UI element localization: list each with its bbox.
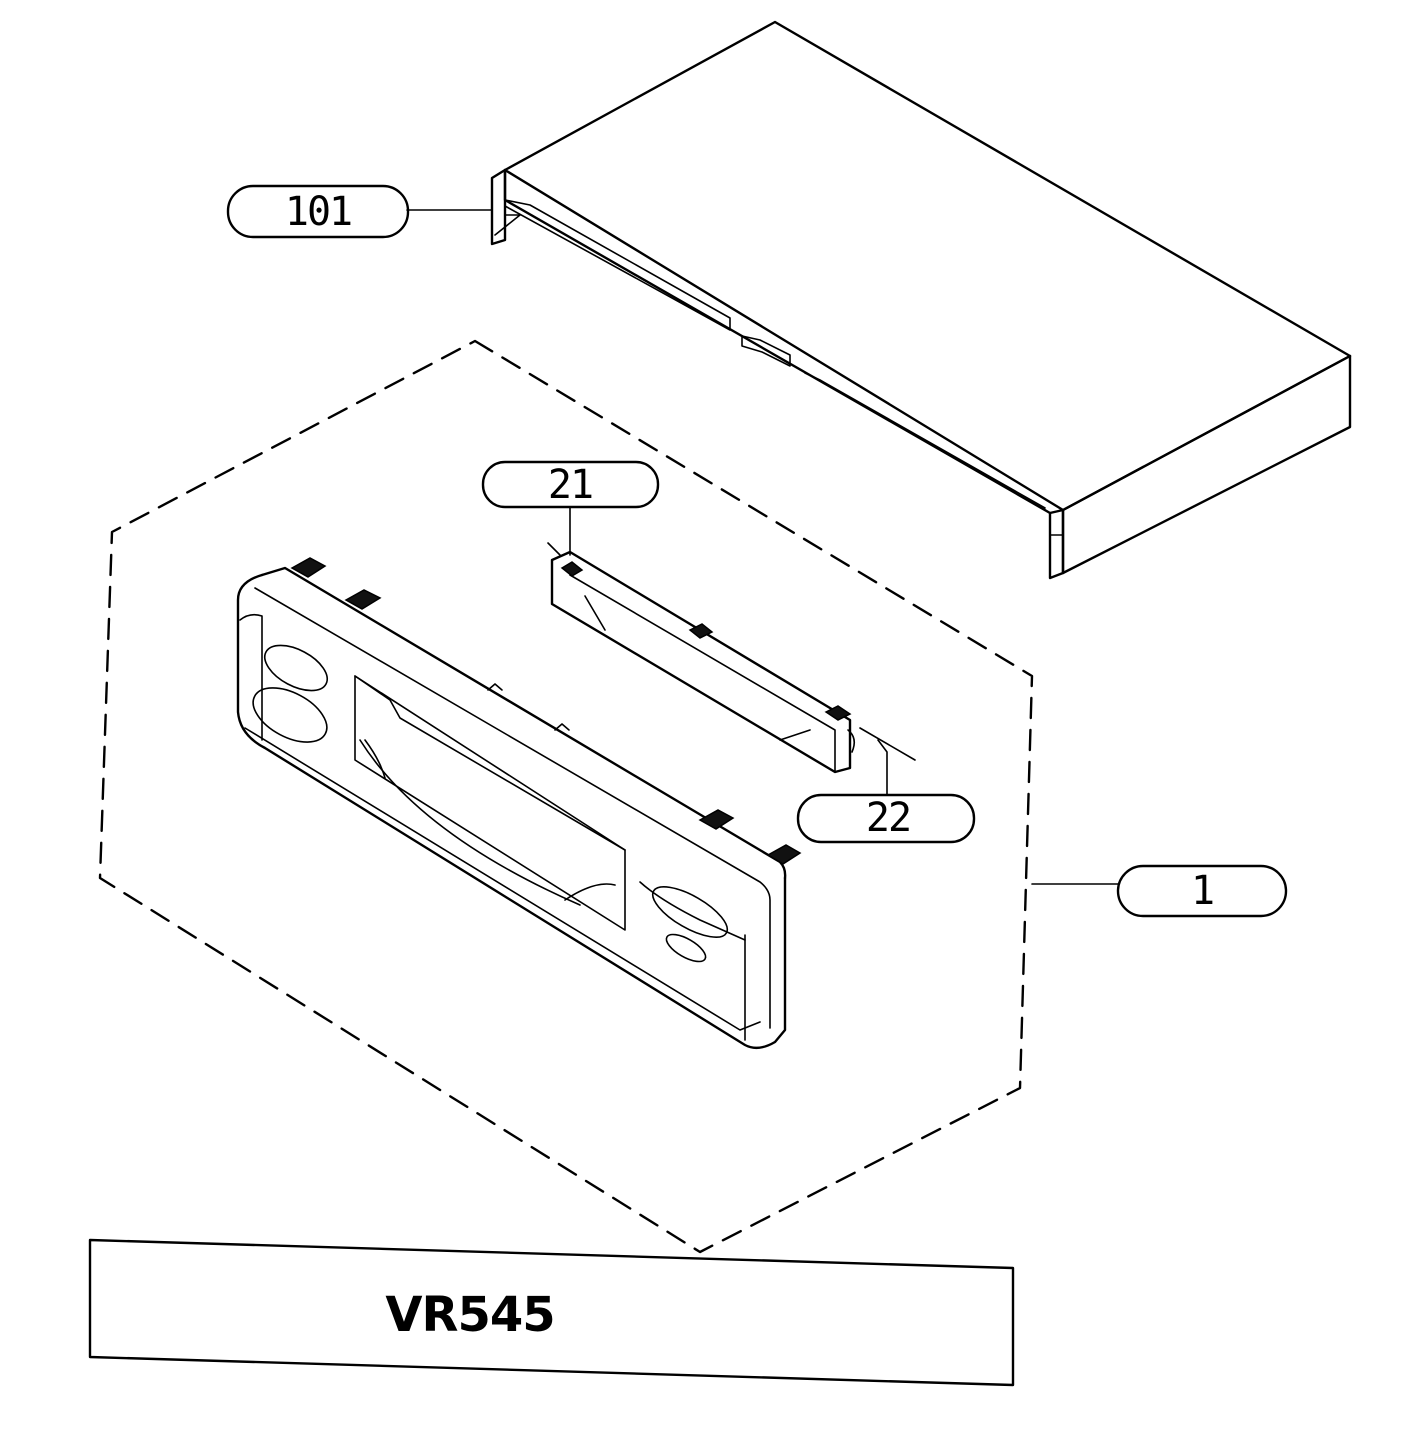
door-spring (859, 727, 916, 761)
callout-101-label: 101 (285, 189, 351, 235)
callout-1-label: 1 (1191, 868, 1213, 914)
top-cover (490, 20, 1352, 580)
callout-22[interactable]: 22 (796, 793, 976, 844)
cassette-door (550, 550, 856, 774)
callout-21-label: 21 (548, 462, 592, 508)
callout-21[interactable]: 21 (481, 460, 660, 509)
assembly-boundary (98, 339, 1034, 1254)
model-label-box: VR545 (88, 1238, 1015, 1387)
callout-101[interactable]: 101 (226, 184, 410, 239)
model-label: VR545 (385, 1287, 554, 1343)
callout-1[interactable]: 1 (1116, 864, 1288, 918)
callout-22-label: 22 (866, 795, 910, 841)
front-panel (236, 557, 802, 1050)
leader-lines (406, 209, 1119, 885)
